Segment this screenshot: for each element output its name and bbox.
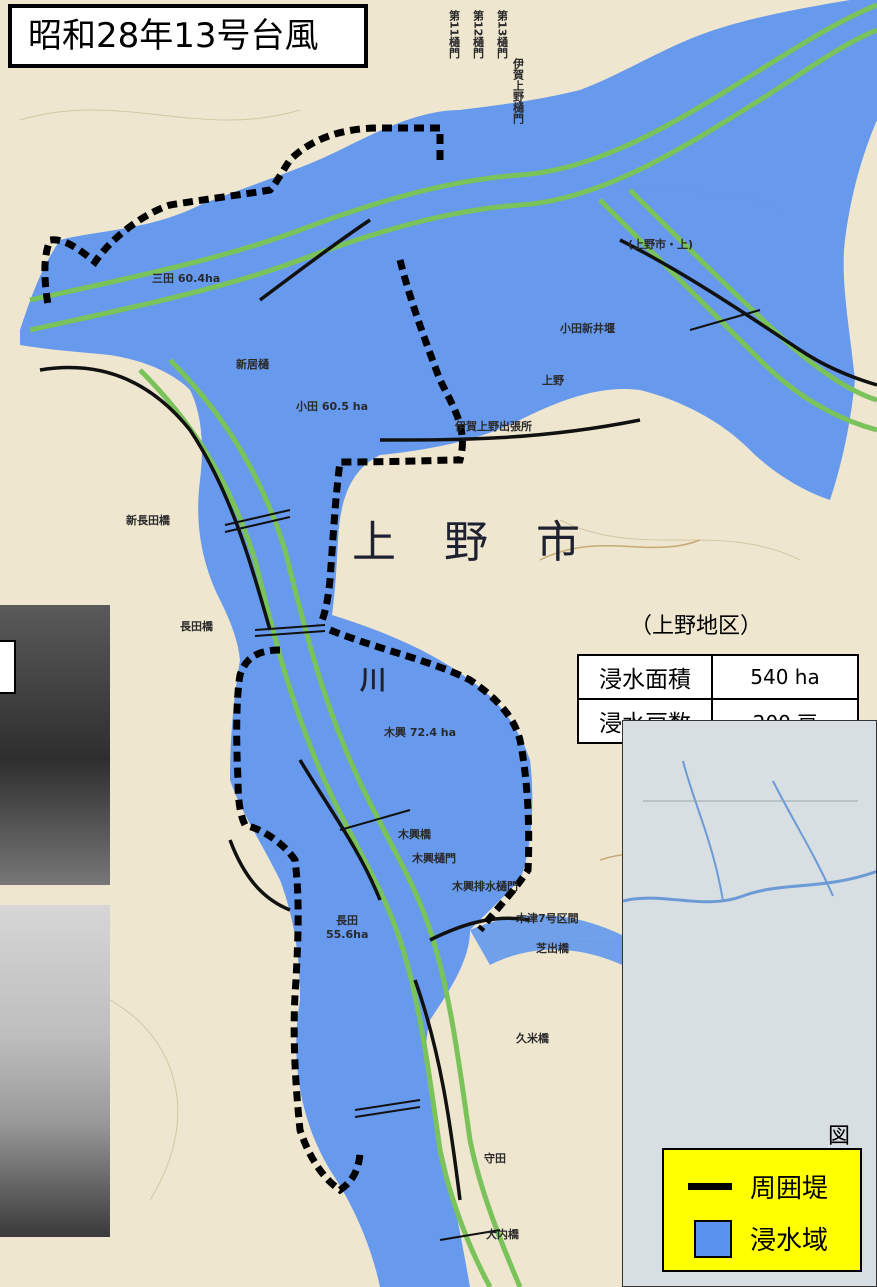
- nagata-bridge-label: 長田橋: [180, 620, 213, 633]
- gate-13-label: 第13樋門: [495, 10, 509, 59]
- shin-nagata-bridge-label: 新長田橋: [126, 514, 170, 527]
- river-lines: [29, 2, 877, 1287]
- kimura-bridge-label: 木興橋: [398, 828, 431, 841]
- iga-gate-label: 伊賀上野樋門: [511, 58, 525, 124]
- kimura-drain-label: 木興排水樋門: [452, 880, 518, 893]
- legend-flood-label: 浸水域: [750, 1226, 829, 1256]
- area-nagata-label: 長田: [336, 914, 358, 927]
- flood-photo-street: [0, 605, 110, 885]
- ueno-city-upper-label: (上野市・上): [628, 238, 694, 251]
- map-title: 昭和28年13号台風: [8, 4, 368, 68]
- iga-ueno-exit-label: 伊賀上野出張所: [455, 420, 532, 433]
- river-label: 川: [360, 666, 387, 696]
- inset-map-lines: [623, 760, 876, 904]
- area-kimura-label: 木興 72.4 ha: [384, 726, 457, 739]
- okawa-bridge-label: 大内橋: [486, 1228, 519, 1241]
- gate-12-label: 第12樋門: [471, 10, 485, 59]
- gate-11-label: 第11樋門: [447, 10, 461, 59]
- flood-photo-roof: [0, 905, 110, 1237]
- shiba-bridge-label: 芝出橋: [536, 942, 569, 955]
- area-sanda-label: 三田 60.4ha: [152, 272, 221, 285]
- district-boundary: [41, 124, 533, 1195]
- photo-caption-frame: [0, 640, 16, 694]
- shinpo-label: 新居樋: [236, 358, 269, 371]
- flood-area: [20, 0, 877, 1287]
- area-oda-label: 小田 60.5 ha: [296, 400, 369, 413]
- legend: 周囲堤 浸水域: [662, 1148, 862, 1272]
- levee-lines: [39, 218, 877, 1201]
- moriya-label: 守田: [484, 1152, 506, 1165]
- kimura-gate-label: 木興樋門: [412, 852, 456, 865]
- stat-value: 540 ha: [711, 654, 859, 700]
- legend-levee-label: 周囲堤: [750, 1174, 829, 1204]
- levee-symbol: [688, 1183, 732, 1190]
- kume-bridge-label: 久米橋: [516, 1032, 549, 1045]
- flood-symbol: [694, 1220, 732, 1258]
- city-label: 上 野 市: [352, 517, 582, 568]
- section-7-label: 木津7号区間: [516, 912, 579, 925]
- table-row: 浸水面積 540 ha: [577, 654, 859, 700]
- figure-label: 図: [828, 1124, 851, 1149]
- ueno-label: 上野: [542, 374, 564, 387]
- oda-shinden-label: 小田新井堰: [560, 322, 615, 335]
- district-label: （上野地区）: [630, 614, 763, 639]
- stat-label: 浸水面積: [577, 654, 713, 700]
- area-nagata-size-label: 55.6ha: [326, 928, 369, 941]
- bridges: [224, 309, 761, 1241]
